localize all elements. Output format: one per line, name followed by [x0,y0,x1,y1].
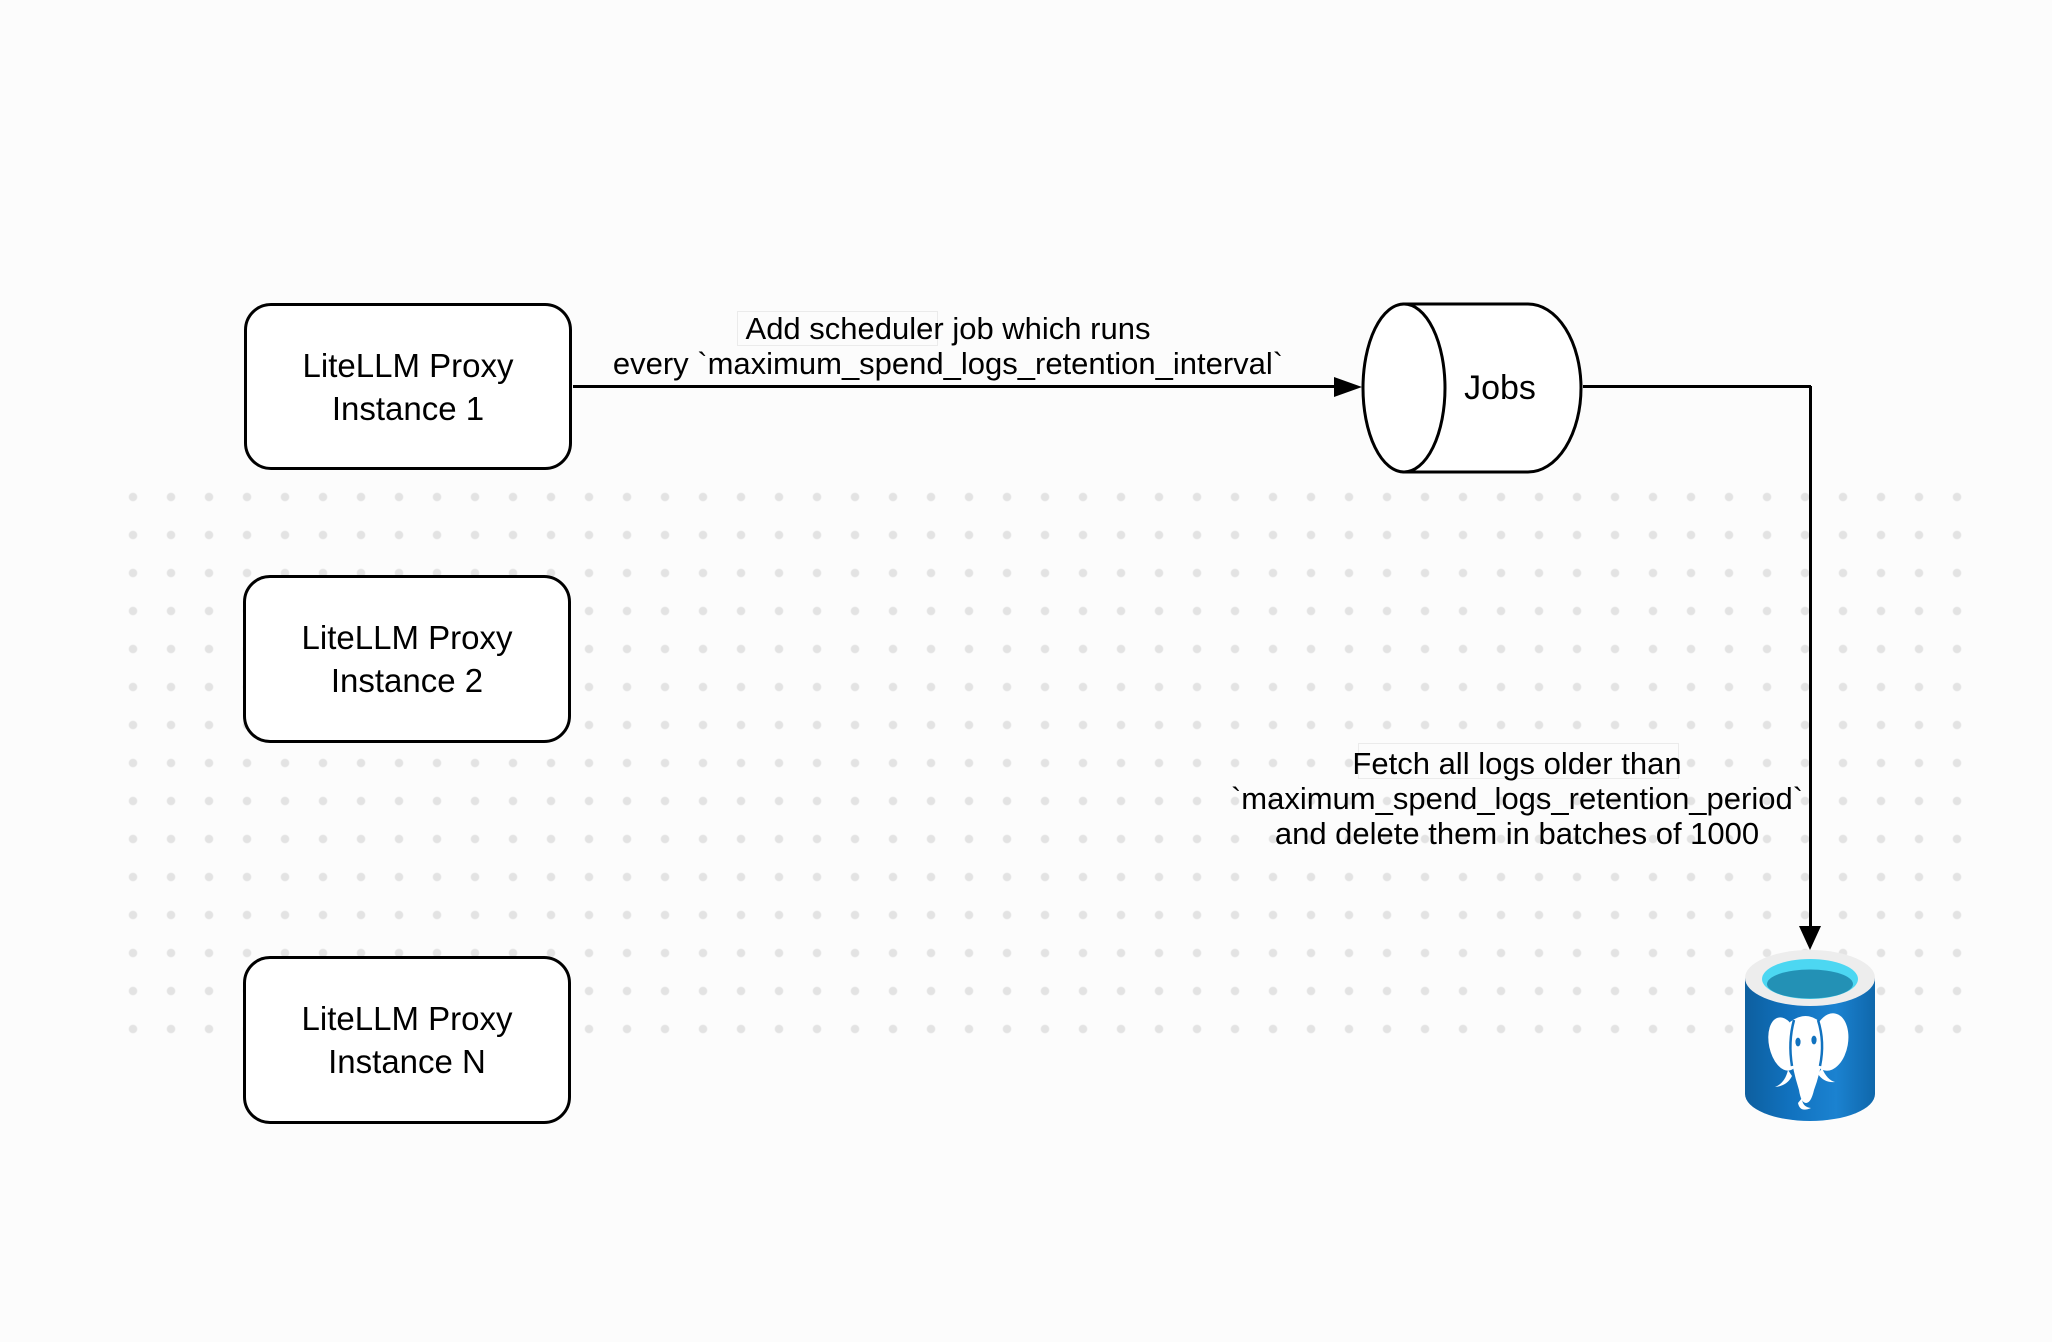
postgresql-icon [1745,950,1875,1121]
node-label-line: Instance 1 [331,389,485,427]
node-litellm-proxy-instance-1: LiteLLM Proxy Instance 1 [244,303,572,470]
queue-body [1402,302,1583,474]
postgres-top-inner [1767,969,1853,999]
label-background-box [1358,743,1679,779]
arrowhead-right-icon [1334,377,1362,397]
edge-label-line: every `maximum_spend_logs_retention_inte… [612,346,1284,381]
edge-label-add-scheduler-job: Add scheduler job which runs every `maxi… [598,311,1298,381]
jobs-queue-label: Jobs [1464,368,1536,407]
queue-left-ellipse [1361,302,1447,474]
arrowhead-down-icon [1799,926,1821,950]
edge-label-line: and delete them in batches of 1000 [1274,816,1760,851]
node-label-line: Instance 2 [330,662,484,699]
connector-jobs-to-database-horizontal [1583,385,1811,388]
label-background-box [737,311,938,346]
node-label-line: LiteLLM Proxy [302,346,514,384]
jobs-queue-cylinder [1361,302,1583,474]
node-litellm-proxy-instance-2: LiteLLM Proxy Instance 2 [243,575,571,743]
node-litellm-proxy-instance-n: LiteLLM Proxy Instance N [243,956,571,1124]
node-label-line: LiteLLM Proxy [301,619,513,656]
node-label-line: LiteLLM Proxy [301,1000,513,1037]
edge-label-line: `maximum_spend_logs_retention_period` [1230,781,1804,816]
node-label-line: Instance N [328,1043,486,1080]
edge-label-fetch-delete-logs: Fetch all logs older than `maximum_spend… [1217,746,1817,851]
postgres-elephant [1768,1013,1849,1110]
edge-label-line: Add scheduler job which runs [745,311,1151,346]
edge-label-line: Fetch all logs older than [1352,746,1682,781]
connector-instance1-to-jobs [573,385,1334,388]
connector-jobs-to-database-vertical [1809,386,1812,926]
